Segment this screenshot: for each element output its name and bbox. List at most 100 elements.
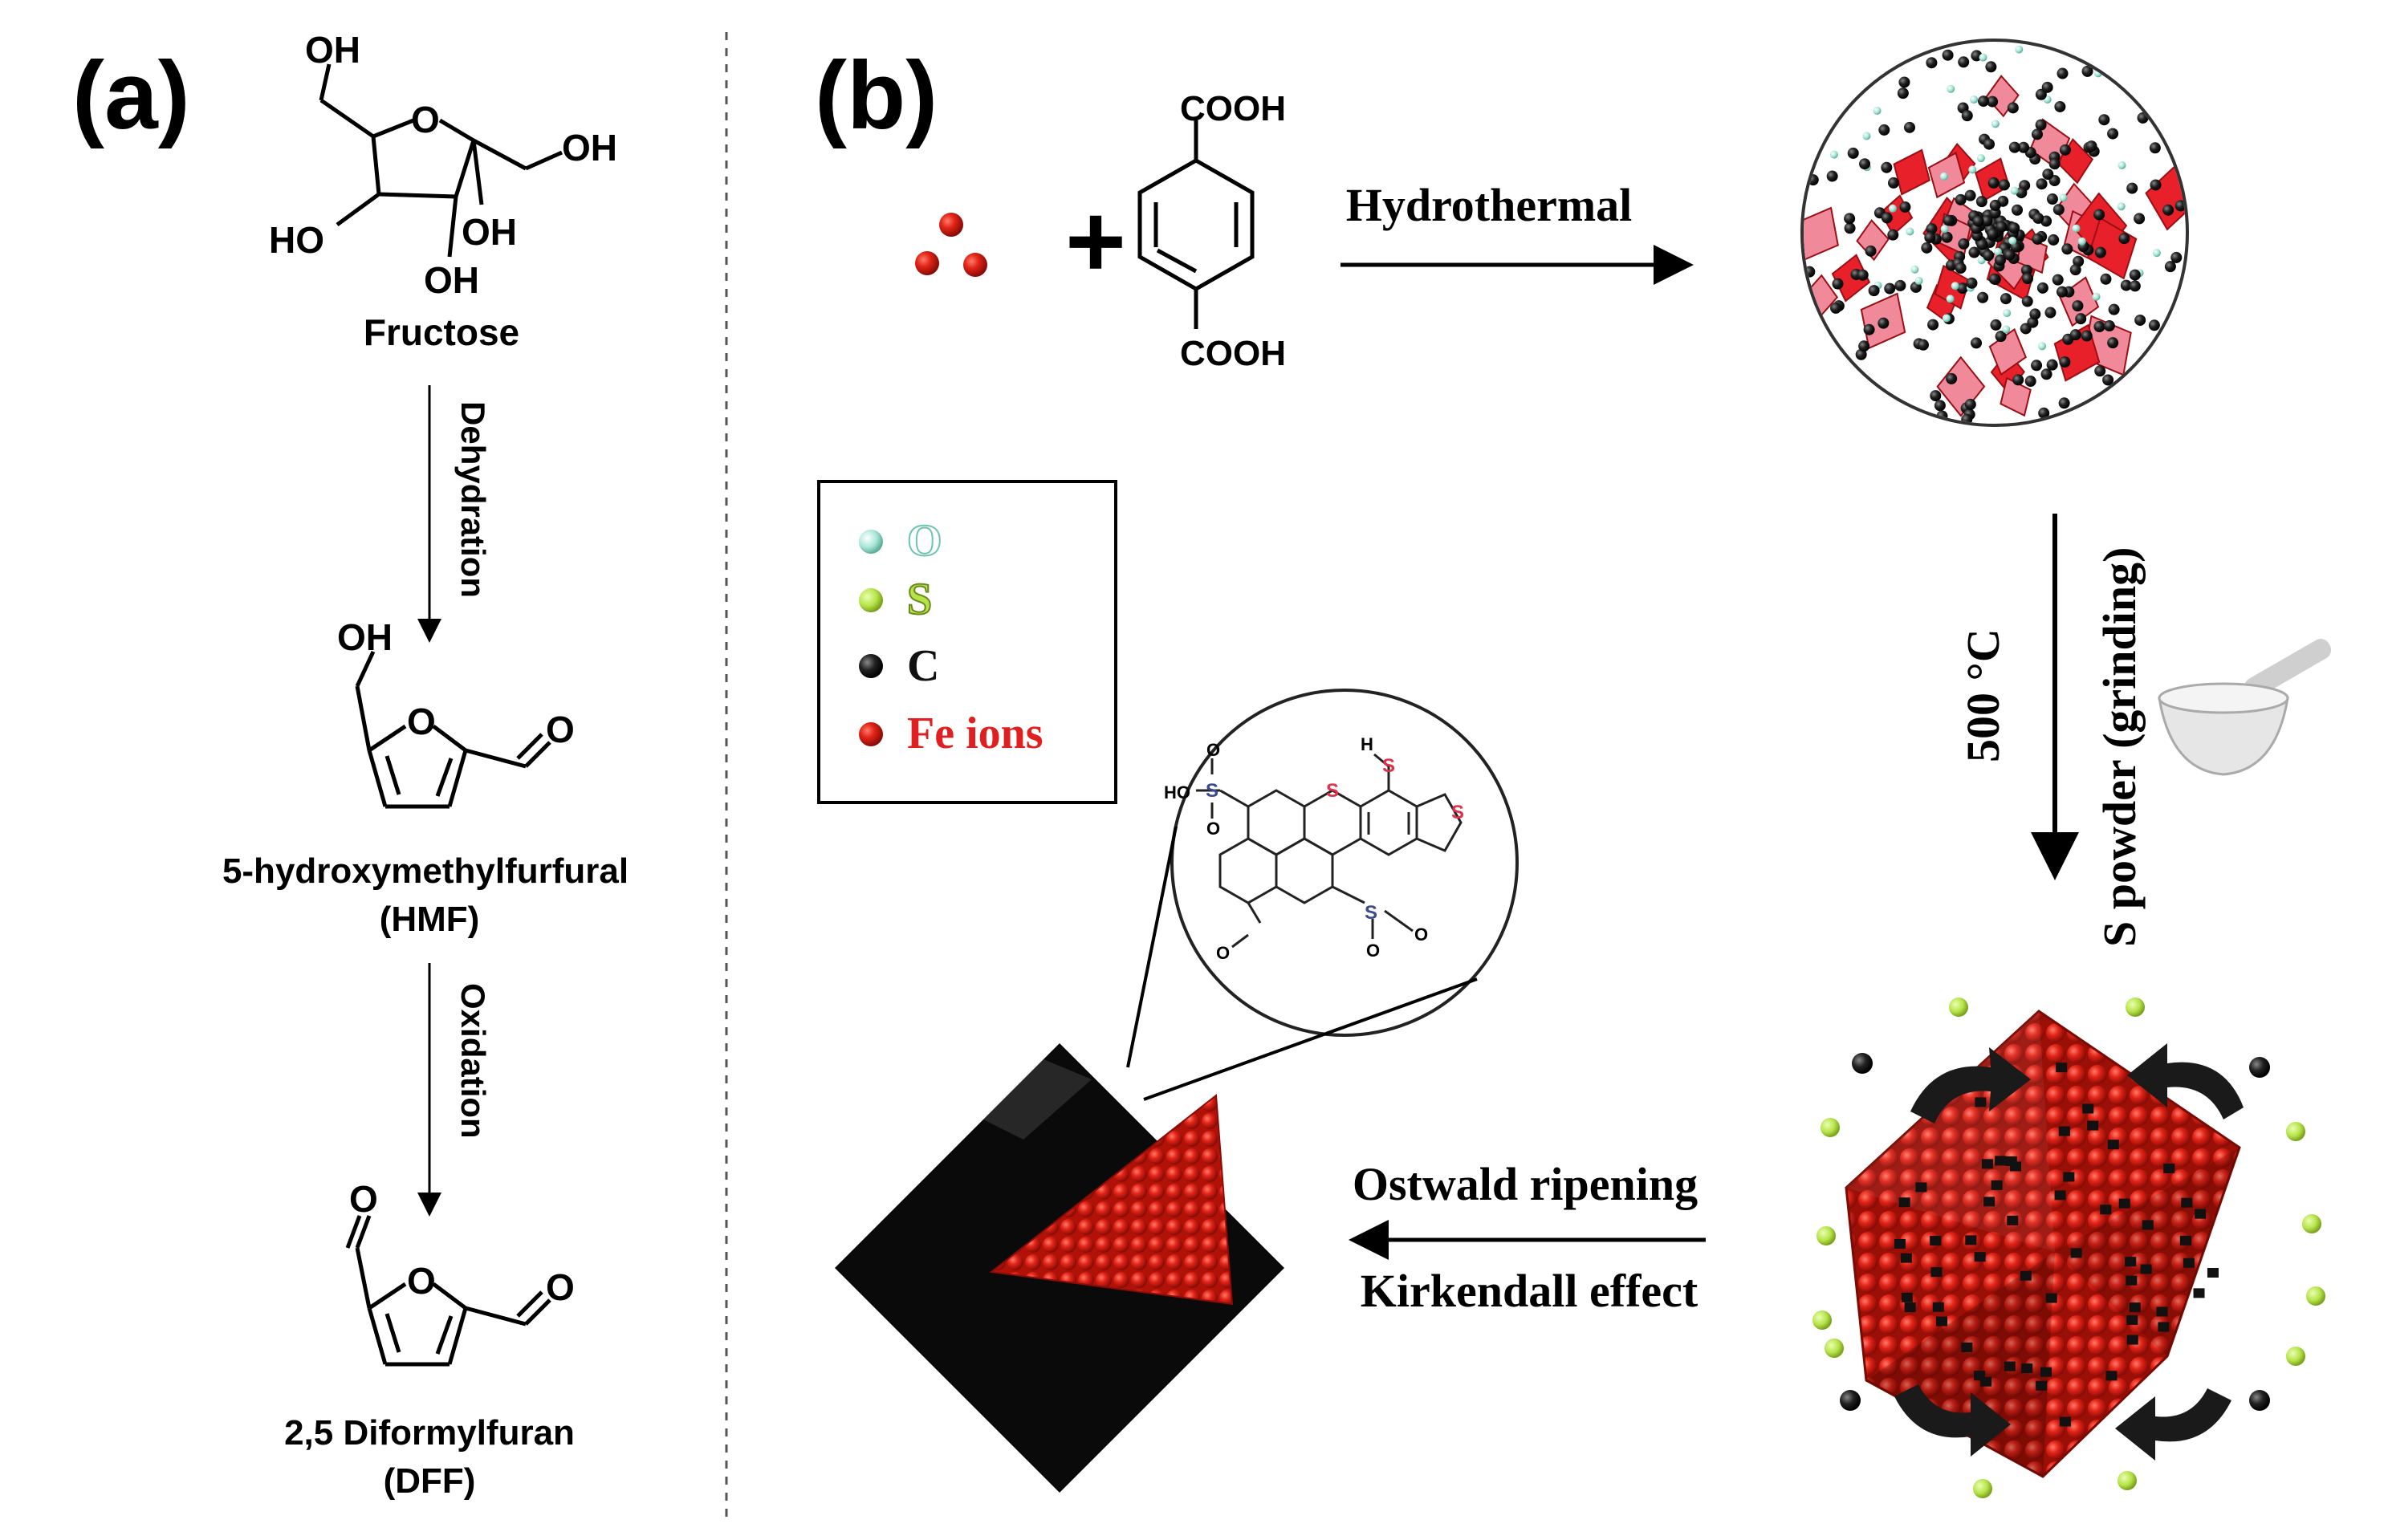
carbon-atom bbox=[1887, 177, 1899, 189]
carbon-atom bbox=[2059, 144, 2071, 156]
carbon-atom bbox=[1921, 242, 1933, 254]
carbon-atom bbox=[2162, 204, 2174, 216]
oxygen-atom bbox=[2002, 325, 2011, 334]
oxygen-atom bbox=[1939, 172, 1948, 181]
fructose-structure bbox=[319, 63, 563, 258]
oxygen-atom bbox=[2015, 45, 2024, 54]
carbon-dot bbox=[2207, 1267, 2219, 1278]
carbon-atom bbox=[2069, 329, 2081, 341]
temperature-label: 500 °C bbox=[1957, 628, 2009, 762]
carbon-atom bbox=[1830, 302, 1842, 314]
carbon-atom bbox=[2036, 178, 2048, 190]
carbon-atom bbox=[2069, 264, 2081, 276]
carbon-atom bbox=[1988, 273, 2000, 285]
hmf-structure bbox=[355, 650, 551, 809]
carbon-atom bbox=[2052, 274, 2064, 286]
carbon-atom bbox=[1975, 196, 1987, 208]
carbon-atom bbox=[2126, 182, 2138, 194]
molecule-o-sulfone-right: O bbox=[1414, 924, 1428, 945]
plus-sign: + bbox=[1065, 182, 1126, 299]
carbon-atom bbox=[1926, 223, 1938, 235]
carbon-dot bbox=[1974, 1252, 1986, 1262]
carbon-atom bbox=[2035, 119, 2047, 131]
carbon-atom bbox=[2008, 222, 2020, 234]
carbon-atom bbox=[2054, 100, 2066, 112]
oxygen-atom bbox=[2072, 224, 2081, 233]
molecule-s-sulfone: S bbox=[1365, 902, 1377, 924]
carbon-atom bbox=[1946, 372, 1958, 384]
carbon-atom bbox=[1964, 189, 1976, 201]
carbon-dot bbox=[2070, 1248, 2082, 1258]
carbon-dot bbox=[2183, 1258, 2195, 1268]
carbon-atom bbox=[1987, 95, 1999, 108]
carbon-atom bbox=[2107, 337, 2119, 349]
dff-structure bbox=[345, 1215, 551, 1367]
terephthalic-acid-structure bbox=[1137, 120, 1255, 329]
oxygen-atom bbox=[2003, 309, 2012, 318]
carbon-atom bbox=[2134, 314, 2146, 326]
carbon-atom bbox=[1955, 262, 1967, 274]
carbon-dot bbox=[1983, 1197, 1995, 1207]
carbon-atom bbox=[2044, 307, 2057, 319]
carbon-atom bbox=[2024, 376, 2036, 388]
carbon-dot bbox=[1930, 1235, 1942, 1245]
carbon-atom bbox=[1985, 61, 1997, 73]
oxygen-atom bbox=[1906, 227, 1914, 236]
hmf-abbr: (HMF) bbox=[380, 900, 480, 939]
carbon-atom bbox=[2094, 246, 2106, 258]
carbon-dot bbox=[1900, 1253, 1912, 1263]
carbon-atom bbox=[1987, 177, 2000, 189]
carbon-atom bbox=[2046, 359, 2058, 371]
carbon-atom bbox=[2021, 295, 2033, 307]
carbon-atom bbox=[2093, 321, 2105, 333]
carbon-dot bbox=[1965, 1235, 1977, 1245]
dff-abbr: (DFF) bbox=[384, 1461, 476, 1501]
carbon-atom bbox=[2103, 320, 2115, 332]
carbon-atom bbox=[1832, 278, 1844, 290]
zoom-line-right bbox=[1143, 977, 1478, 1101]
legend-item-fe: Fe ions bbox=[859, 709, 1044, 758]
carbon-atom bbox=[1976, 238, 1988, 250]
carbon-atom bbox=[1858, 340, 1870, 352]
carbon-atom bbox=[1995, 221, 2008, 233]
carbon-atom bbox=[2059, 356, 2071, 368]
carbon-atom bbox=[1983, 250, 1995, 262]
carbon-dot bbox=[2054, 1190, 2066, 1201]
carbon-atom bbox=[2056, 286, 2068, 298]
oxygen-atom bbox=[1970, 95, 1979, 104]
fructose-oh-right: OH bbox=[562, 127, 617, 169]
oxygen-atom bbox=[2008, 236, 2017, 245]
carbon-dot bbox=[1901, 1292, 1913, 1302]
molecule-s-thiophene: S bbox=[1451, 802, 1464, 823]
carbon-atom bbox=[2000, 293, 2012, 305]
carbon-atom bbox=[2093, 209, 2105, 221]
carbon-atom bbox=[2004, 249, 2016, 261]
carbon-atom bbox=[1878, 124, 1890, 136]
carbon-dot bbox=[1961, 1342, 1973, 1352]
fructose-ho-left: HO bbox=[269, 219, 324, 261]
carbon-atom bbox=[2098, 114, 2110, 126]
carbon-dot bbox=[1980, 1376, 1992, 1387]
carbon-atom bbox=[1927, 319, 1939, 331]
carbon-dot bbox=[2058, 1126, 2070, 1136]
carbon-atom bbox=[2075, 313, 2087, 325]
carbon-atom bbox=[2017, 141, 2029, 153]
carbon-dot bbox=[2195, 1209, 2207, 1219]
carbon-dot bbox=[2045, 1293, 2057, 1303]
oxygen-atom bbox=[1942, 314, 1951, 323]
carbon-dot bbox=[2126, 1314, 2138, 1325]
carbon-atom bbox=[1994, 254, 2006, 266]
carbon-atom bbox=[1943, 214, 1955, 226]
carbon-atom bbox=[2057, 67, 2069, 79]
oxygen-atom bbox=[2059, 193, 2068, 202]
carbon-dot bbox=[1915, 1182, 1927, 1193]
carbon-atom bbox=[2081, 330, 2093, 342]
oxygen-atom bbox=[1889, 204, 1898, 213]
molecule-o-sulfoxide: O bbox=[1216, 943, 1230, 963]
carbon-atom bbox=[1865, 245, 1877, 257]
carbon-dot bbox=[2181, 1197, 2193, 1208]
carbon-atom bbox=[2170, 251, 2183, 263]
oxygen-atom bbox=[1991, 120, 2000, 128]
hmf-ald-o: O bbox=[546, 709, 575, 750]
